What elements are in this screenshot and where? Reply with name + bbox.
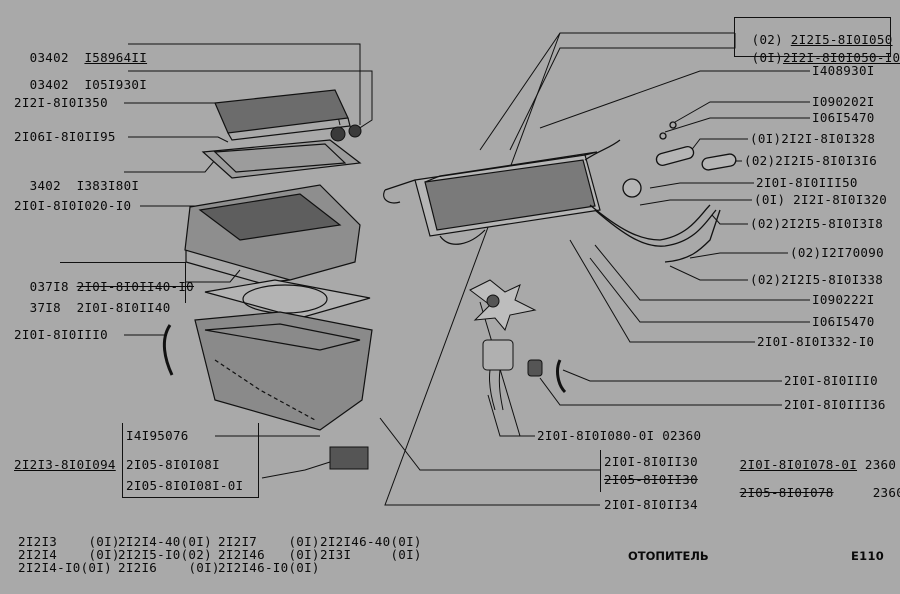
part-label: I408930I (812, 63, 875, 78)
model-entry: 2I2I46-40(0I) (320, 534, 422, 549)
part-label: (02)2I2I5-8I0I3I6 (744, 153, 878, 168)
part-label: I4I95076 (126, 428, 189, 443)
leader-line (186, 269, 241, 283)
model-entry: 2I2I4-40(0I) (118, 534, 212, 549)
fan-casing (194, 311, 373, 431)
part-label: (02)I2I70090 (790, 245, 884, 260)
part-label: 2I0I-8I0II30 (604, 454, 698, 469)
leader-line (674, 101, 810, 123)
part-label: 2I0I-8I0I078-0I 2360 (739, 457, 897, 472)
label-bracket (60, 262, 186, 303)
page-code: E110 (851, 549, 885, 563)
resistor-block (329, 446, 369, 470)
part-label: 03402 I05I930I (29, 77, 148, 92)
part-label: 2I0I-8I0I080-0I 02360 (537, 428, 702, 443)
part-label: 2I2I-8I0I350 (14, 95, 108, 110)
part-label: I06I5470 (812, 314, 875, 329)
leader-line (128, 136, 229, 143)
leader-line (669, 265, 748, 281)
part-label: I090222I (812, 292, 875, 307)
leader-line (649, 182, 754, 189)
part-label: 2I05-8I0I08I (126, 457, 220, 472)
leader-line (689, 138, 748, 153)
leader-line (589, 257, 810, 323)
part-label: 2I0I-8I0III36 (784, 397, 886, 412)
leader-line (487, 394, 535, 437)
part-label: 2I0I-8I0III50 (756, 175, 858, 190)
part-label: 03402 I58964II (29, 50, 148, 65)
model-entry: 2I2I5-I0(02) (118, 547, 212, 562)
bracket (162, 324, 174, 376)
part-label: (02) 2I2I5-8I0I050 (751, 32, 893, 47)
model-entry: 2I2I46 (0I) (218, 547, 320, 562)
part-label: 3402 I383I80I (29, 178, 140, 193)
part-label: 2I05-8I0II30 (604, 472, 698, 487)
model-entry: 2I2I4 (0I) (18, 547, 120, 562)
fan-motor (469, 279, 537, 411)
leader-line (594, 244, 810, 301)
heater-housing (184, 184, 361, 284)
label-bracket (734, 17, 891, 57)
part-label: 2I06I-8I0II95 (14, 129, 116, 144)
leader-line (509, 33, 736, 151)
leader-line (664, 117, 810, 133)
part-label: (02)2I2I5-8I0I338 (750, 272, 884, 287)
part-label: 2I0I-8I0I332-I0 (757, 334, 875, 349)
leader-line (124, 159, 216, 173)
model-entry: 2I2I3 (0I) (18, 534, 120, 549)
heater-cover (201, 89, 362, 179)
leader-line (539, 377, 782, 406)
page-title: ОТОПИТЕЛЬ (628, 549, 709, 563)
part-label: 2I0I-8I0III0 (784, 373, 878, 388)
part-label: I06I5470 (812, 110, 875, 125)
part-label: 37I8 2I0I-8I0II40 (29, 300, 171, 315)
leader-line (261, 461, 331, 479)
leader-line (639, 199, 752, 206)
leader-line (689, 252, 788, 259)
part-label: (0I)2I2I-8I0I328 (750, 131, 876, 146)
part-label: 2I05-8I0I08I-0I (126, 478, 244, 493)
part-label: 2I0I-8I0III0 (14, 327, 108, 342)
leader-line (569, 239, 755, 343)
leader-line (128, 70, 373, 134)
part-label: 2I05-8I0I078 2360 (739, 485, 900, 500)
part-label: 2I0I-8I0I020-I0 (14, 198, 132, 213)
bracket-right (556, 359, 567, 394)
heater-radiator (383, 139, 621, 245)
fan-flange (204, 279, 371, 319)
model-entry: 2I2I46-I0(0I) (218, 560, 320, 575)
leader-line (379, 417, 600, 471)
label-bracket (122, 423, 259, 498)
model-entry: 2I2I7 (0I) (218, 534, 320, 549)
leader-line (539, 70, 810, 129)
part-label: 037I8 2I0I-8I0II40-I0 (29, 279, 195, 294)
part-label: (0I)2I2I-8I0I050-I0 (751, 50, 900, 65)
model-entry: 2I2I4-I0(0I) (18, 560, 112, 575)
part-label: 2I2I3-8I0I094 (14, 457, 116, 472)
model-entry: 2I2I6 (0I) (118, 560, 220, 575)
label-bracket (600, 450, 709, 492)
model-entry: 2I3I (0I) (320, 547, 422, 562)
leader-line (128, 43, 361, 125)
leader-line (562, 369, 782, 382)
connector (527, 359, 543, 377)
part-label: 2I0I-8I0II34 (604, 497, 698, 512)
pipes (589, 121, 737, 263)
seal-caps (330, 124, 362, 142)
part-label: (02)2I2I5-8I0I3I8 (750, 216, 884, 231)
part-label: (0I) 2I2I-8I0I320 (754, 192, 888, 207)
leader-line (711, 214, 748, 225)
part-label: I090202I (812, 94, 875, 109)
